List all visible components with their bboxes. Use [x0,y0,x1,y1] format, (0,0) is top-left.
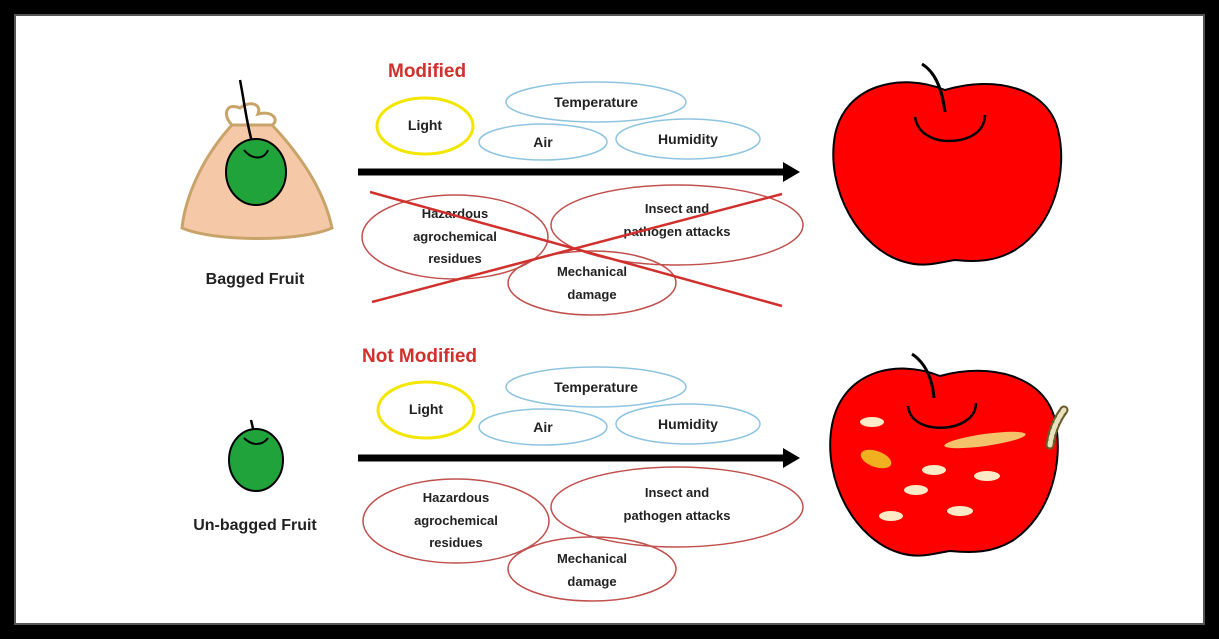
bagged-status-label: Modified [388,61,466,82]
blemish-spot [922,465,946,475]
unbagged-fruit-icon [229,420,283,491]
blemish-spot [947,506,973,516]
blemish-spot [860,417,884,427]
unbagged-arrow-head [783,448,800,468]
humidity-label: Humidity [658,416,718,432]
bagged-fruit-caption: Bagged Fruit [206,271,305,288]
blemish-spot [879,511,903,521]
humidity-label: Humidity [658,131,718,147]
blemish-spot [974,471,1000,481]
temperature-label: Temperature [554,94,638,110]
light-label: Light [408,117,443,133]
agrochemical-line-3: residues [428,251,481,266]
unbagged-row: Un-bagged Fruit Not Modified Light Tempe… [193,346,1064,601]
mechanical-oval [508,537,676,601]
unbagged-status-label: Not Modified [362,346,477,367]
agrochemical-line-1: Hazardous [423,490,489,505]
bagged-fruit-icon [182,80,332,239]
insect-pathogen-line-1: Insect and [645,485,709,500]
insect-pathogen-line-1: Insect and [645,201,709,216]
unbagged-fruit-caption: Un-bagged Fruit [193,517,317,534]
insect-pathogen-oval [551,467,803,547]
bagged-row: Bagged Fruit Modified Light Temperature … [182,61,1061,315]
insect-pathogen-line-2: pathogen attacks [624,508,731,523]
air-label: Air [533,419,553,435]
agrochemical-line-2: agrochemical [414,513,498,528]
light-label: Light [409,401,444,417]
mechanical-line-1: Mechanical [557,264,627,279]
agrochemical-line-3: residues [429,535,482,550]
blemish-spot [904,485,928,495]
air-label: Air [533,134,553,150]
mechanical-line-1: Mechanical [557,551,627,566]
mechanical-line-2: damage [567,287,616,302]
bagged-arrow-head [783,162,800,182]
temperature-label: Temperature [554,379,638,395]
damaged-apple-icon [830,354,1064,556]
agrochemical-line-2: agrochemical [413,229,497,244]
mechanical-line-2: damage [567,574,616,589]
healthy-apple-icon [833,64,1061,265]
